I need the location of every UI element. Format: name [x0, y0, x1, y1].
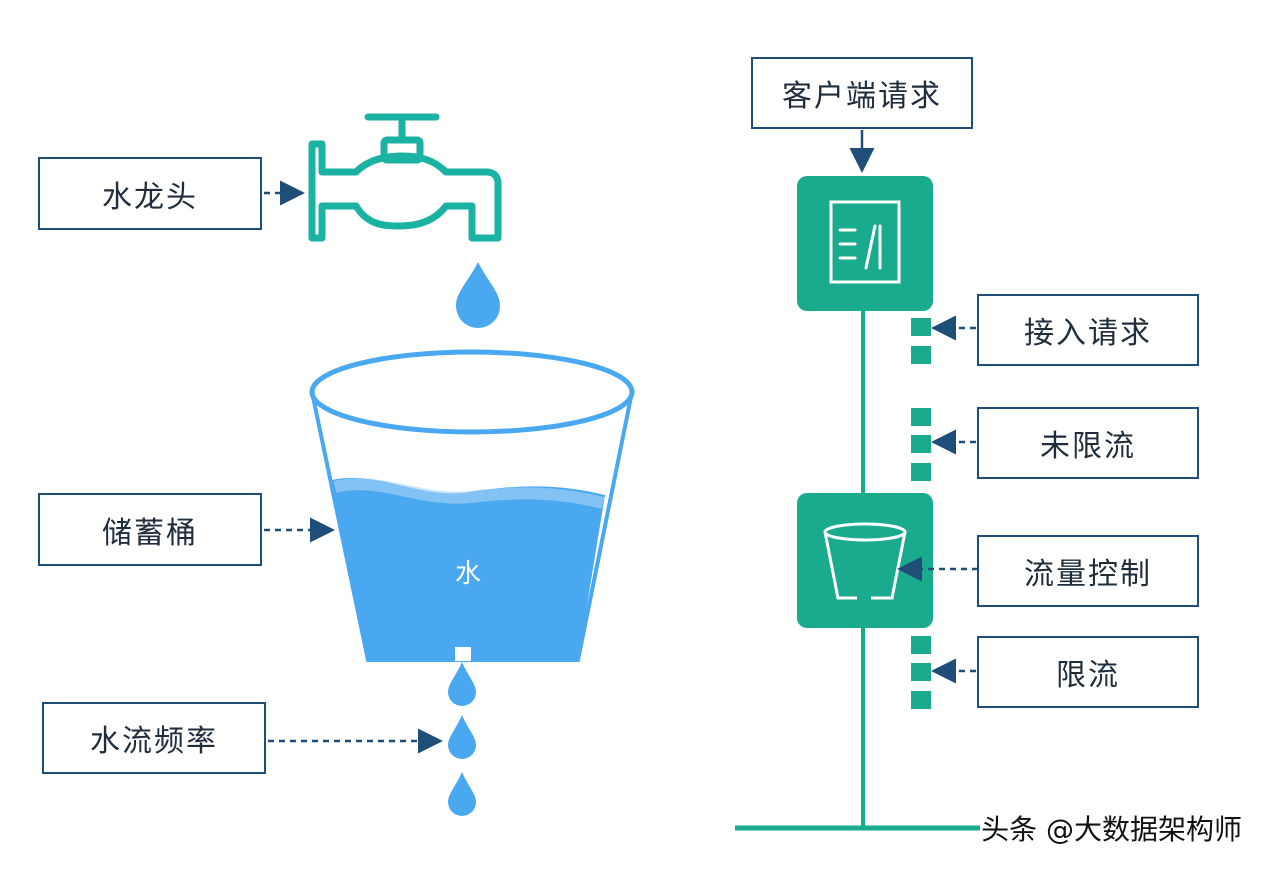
request-squares	[911, 318, 931, 709]
bucket-content-label: 水	[454, 559, 481, 589]
water-drop-icon	[456, 262, 500, 328]
bucket-icon	[309, 349, 635, 662]
request-block	[797, 176, 933, 311]
faucet-label: 水龙头	[38, 157, 262, 230]
document-icon	[838, 224, 882, 270]
unlimited-label: 未限流	[977, 407, 1199, 479]
bucket-label: 储蓄桶	[38, 493, 262, 566]
flow-control-label: 流量控制	[977, 535, 1199, 607]
faucet-icon	[308, 113, 502, 242]
accept-request-label: 接入请求	[977, 294, 1199, 366]
client-request-label: 客户端请求	[751, 57, 973, 129]
flow-label: 水流频率	[42, 702, 266, 774]
watermark: 头条 @大数据架构师	[981, 813, 1242, 846]
water-drop-icon	[448, 715, 476, 759]
water-drop-icon	[448, 772, 476, 816]
flow-control-block	[797, 493, 933, 628]
limited-label: 限流	[977, 636, 1199, 708]
water-drop-icon	[448, 662, 476, 706]
